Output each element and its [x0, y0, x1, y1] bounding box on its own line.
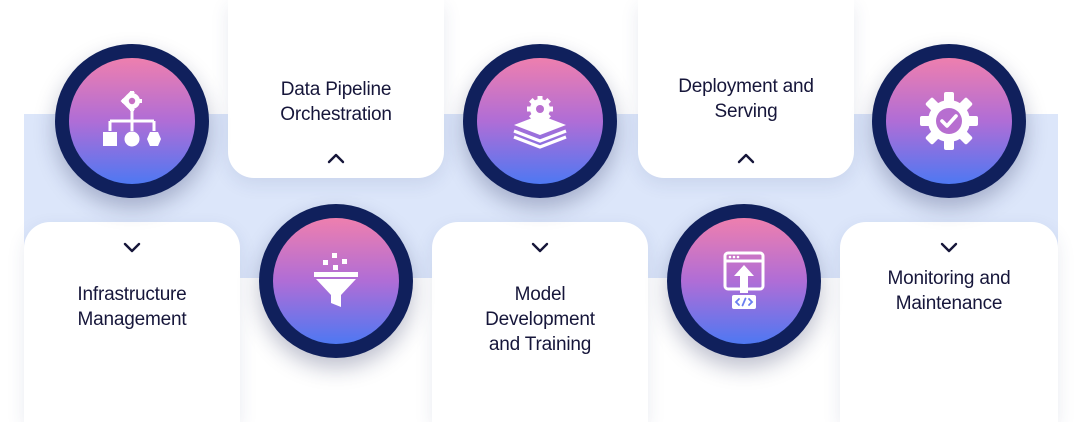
- chevron-down-icon: [939, 242, 959, 254]
- step-label-model-development: Model Development and Training: [485, 284, 595, 355]
- step-node-deployment: [667, 204, 821, 358]
- upload-code-window-icon: [723, 251, 765, 309]
- chevron-down-icon: [122, 242, 142, 254]
- funnel-icon: [314, 253, 358, 307]
- gear-check-icon: [920, 92, 978, 150]
- chevron-up-icon: [326, 152, 346, 164]
- step-label-data-pipeline: Data Pipeline Orchestration: [280, 79, 392, 125]
- step-card-data-pipeline: Data Pipeline Orchestration: [228, 0, 444, 178]
- chevron-down-icon: [530, 242, 550, 254]
- step-node-model-development: [463, 44, 617, 198]
- layers-gear-icon: [513, 96, 567, 149]
- step-card-deployment: Deployment and Serving: [638, 0, 854, 178]
- step-label-monitoring: Monitoring and Maintenance: [887, 268, 1011, 314]
- step-node-data-pipeline: [259, 204, 413, 358]
- step-label-infrastructure: Infrastructure Management: [77, 284, 187, 330]
- step-label-deployment: Deployment and Serving: [678, 76, 814, 122]
- step-node-infrastructure: [55, 44, 209, 198]
- step-card-infrastructure: Infrastructure Management: [24, 222, 240, 422]
- step-card-monitoring: Monitoring and Maintenance: [840, 222, 1058, 422]
- step-card-model-development: Model Development and Training: [432, 222, 648, 422]
- hierarchy-gear-icon: [103, 91, 161, 147]
- step-node-monitoring: [872, 44, 1026, 198]
- chevron-up-icon: [736, 152, 756, 164]
